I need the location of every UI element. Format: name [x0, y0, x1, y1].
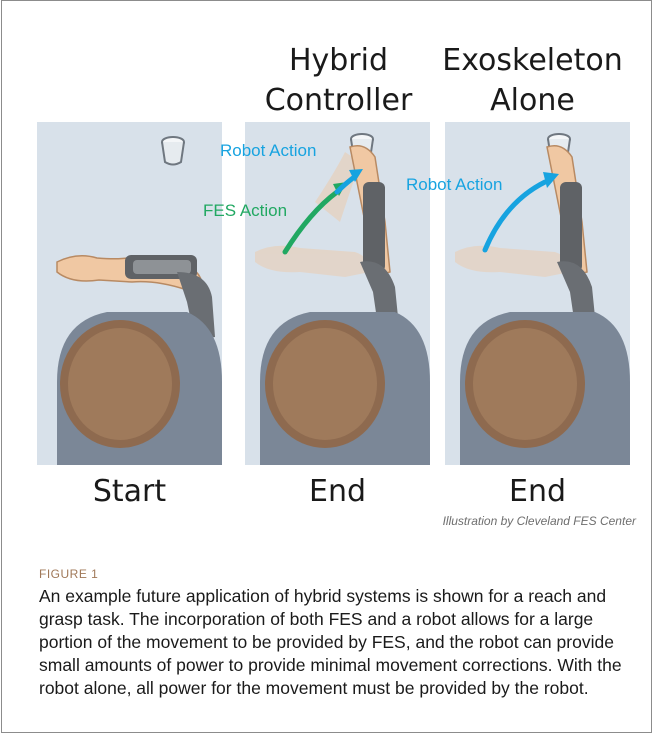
figure-caption: An example future application of hybrid …: [39, 585, 629, 700]
person-torso-illustration: [260, 312, 430, 465]
exoskeleton-panel: [445, 122, 630, 465]
hybrid-title-line2: Controller: [245, 81, 432, 121]
illustration-credit: Illustration by Cleveland FES Center: [432, 514, 636, 528]
hybrid-title-line1: Hybrid: [245, 41, 432, 81]
fes-action-arrow: [285, 192, 337, 252]
ghost-arm-start: [455, 246, 570, 277]
exo-end-label: End: [445, 472, 630, 512]
robot-action-label-hybrid: Robot Action: [220, 141, 316, 161]
cup-icon: [162, 137, 184, 165]
robot-action-label-exo: Robot Action: [406, 175, 502, 195]
person-torso-illustration: [460, 312, 630, 465]
person-torso-illustration: [57, 312, 222, 465]
hybrid-end-label: End: [245, 472, 430, 512]
start-label: Start: [37, 472, 222, 512]
start-panel: [37, 122, 222, 465]
figure-label: FIGURE 1: [39, 567, 98, 581]
fes-action-label: FES Action: [203, 201, 287, 221]
exo-title-line2: Alone: [439, 81, 626, 121]
exo-title-line1: Exoskeleton: [439, 41, 626, 81]
hybrid-controller-title: Hybrid Controller: [245, 41, 432, 121]
hybrid-panel: [245, 122, 430, 465]
exoskeleton-alone-title: Exoskeleton Alone: [439, 41, 626, 121]
